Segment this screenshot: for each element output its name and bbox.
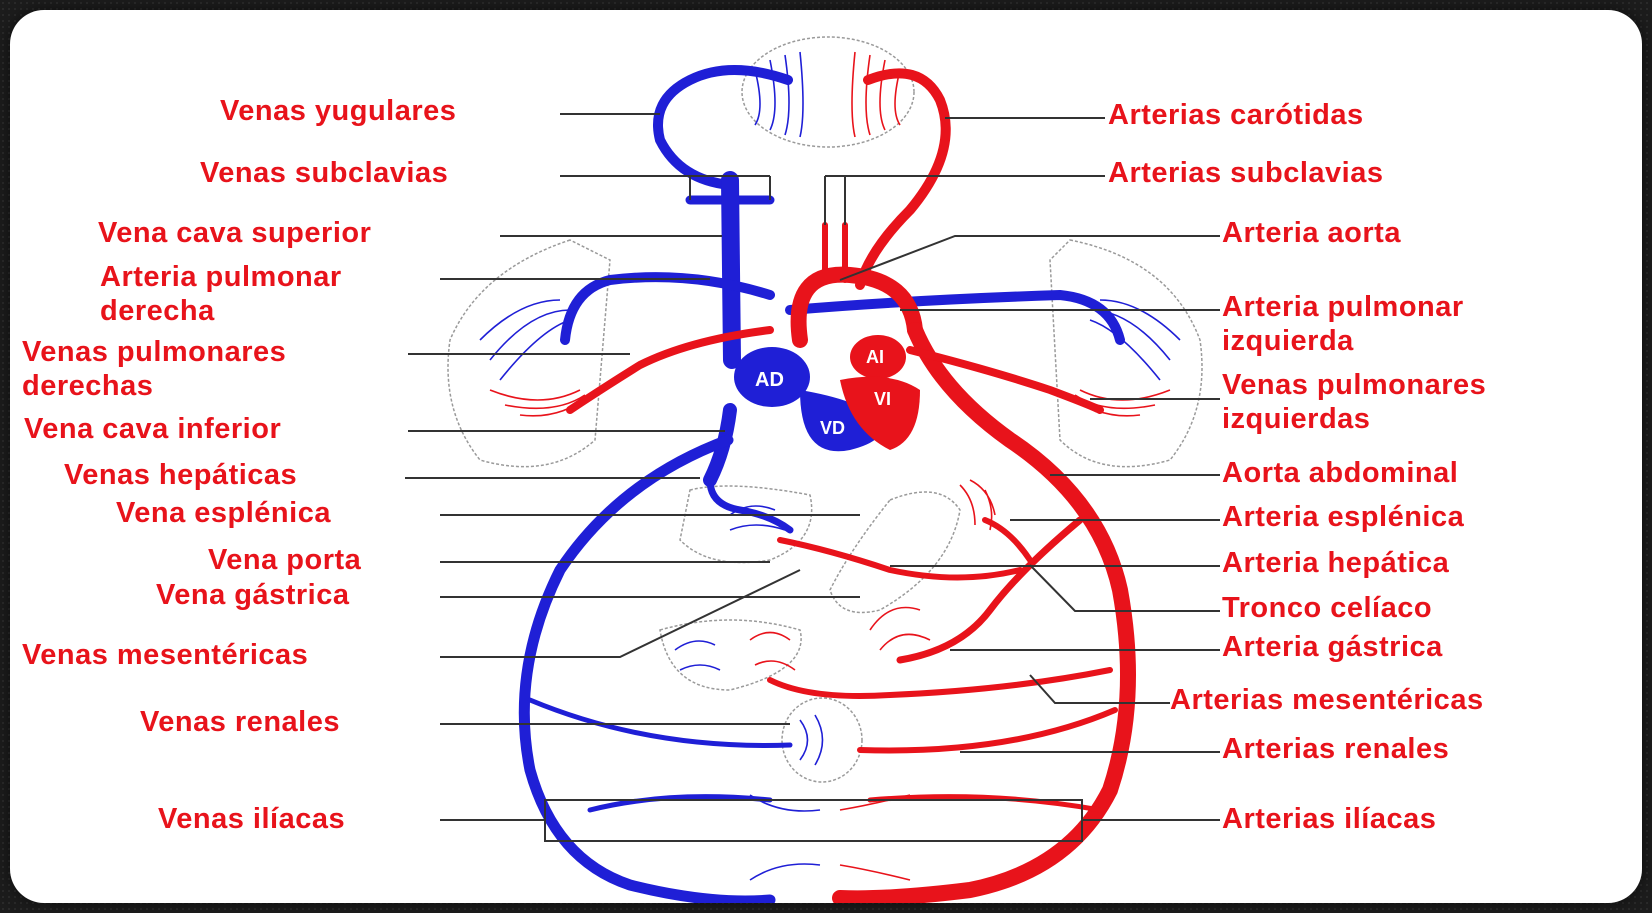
- left-lung-outline: [1050, 240, 1202, 467]
- arteria-carotida: [860, 73, 946, 285]
- label-vena-porta: Vena porta: [208, 543, 361, 577]
- kidney-capillaries: [800, 715, 823, 765]
- vena-renal: [530, 700, 790, 745]
- label-vena-gastrica: Vena gástrica: [156, 578, 350, 612]
- label-venas-yugulares: Venas yugulares: [220, 94, 456, 128]
- arteria-iliaca-vessel: [870, 797, 1100, 810]
- leader-iliac-bracket: [545, 800, 1082, 841]
- label-aorta-abdominal: Aorta abdominal: [1222, 456, 1458, 490]
- label-tronco-celiaco: Tronco celíaco: [1222, 591, 1432, 625]
- right-lung-capillaries: [480, 300, 570, 380]
- iliac-capillaries-blue: [750, 795, 820, 880]
- label-venas-iliacas: Venas ilíacas: [158, 802, 345, 836]
- label-vena-esplenica: Vena esplénica: [116, 496, 331, 530]
- label-arterias-carotidas: Arterias carótidas: [1108, 98, 1364, 132]
- arteries: [570, 73, 1128, 898]
- label-arteria-pulmonar-derecha: Arteria pulmonar derecha: [100, 260, 342, 328]
- arteria-mesenterica-vessel: [770, 670, 1110, 696]
- leader-arteria-aorta: [840, 236, 1220, 280]
- label-vena-cava-inferior: Vena cava inferior: [24, 412, 281, 446]
- diagram-card: AD AI VD VI: [10, 10, 1642, 903]
- label-arterias-subclavias: Arterias subclavias: [1108, 156, 1383, 190]
- label-arteria-aorta: Arteria aorta: [1222, 216, 1401, 250]
- label-venas-pulmonares-derechas: Venas pulmonares derechas: [22, 335, 286, 403]
- head-capillaries-blue: [755, 52, 803, 137]
- label-venas-mesentericas: Venas mesentéricas: [22, 638, 308, 672]
- label-venas-pulmonares-izquierdas: Venas pulmonares izquierdas: [1222, 368, 1486, 436]
- arteria-hepatica-vessel: [780, 540, 1020, 578]
- heart-label-ai: AI: [866, 347, 884, 367]
- label-arterias-iliacas: Arterias ilíacas: [1222, 802, 1436, 836]
- vena-yugular: [658, 70, 788, 185]
- heart-label-ad: AD: [755, 369, 784, 391]
- heart: AD AI VD VI: [734, 335, 920, 451]
- liver-outline: [680, 486, 812, 563]
- vena-iliaca: [590, 797, 770, 810]
- heart-label-vd: VD: [820, 418, 845, 438]
- label-arterias-mesentericas: Arterias mesentéricas: [1170, 683, 1484, 717]
- label-arteria-esplenica: Arteria esplénica: [1222, 500, 1464, 534]
- label-arterias-renales: Arterias renales: [1222, 732, 1449, 766]
- label-venas-hepaticas: Venas hepáticas: [64, 458, 297, 492]
- label-arteria-pulmonar-izquierda: Arteria pulmonar izquierda: [1222, 290, 1464, 358]
- arteria-esplenica-vessel: [985, 520, 1030, 560]
- leader-arterias-subclavias: [825, 176, 1105, 225]
- intestine-outline: [660, 620, 801, 690]
- label-vena-cava-superior: Vena cava superior: [98, 216, 371, 250]
- head-capillary-outline: [742, 37, 914, 147]
- iliac-capillaries-red: [840, 795, 910, 880]
- veins: [524, 70, 1120, 901]
- label-venas-renales: Venas renales: [140, 705, 340, 739]
- label-arteria-hepatica: Arteria hepática: [1222, 546, 1449, 580]
- label-venas-subclavias: Venas subclavias: [200, 156, 448, 190]
- intestine-capillaries-blue: [675, 641, 720, 670]
- label-arteria-gastrica: Arteria gástrica: [1222, 630, 1443, 664]
- leader-venas-mesentericas: [440, 570, 800, 657]
- arteria-renal-vessel: [860, 710, 1115, 751]
- arteria-pulmonar-izquierda-vessel: [790, 295, 1120, 340]
- head-capillaries-red: [852, 52, 900, 137]
- stomach-outline: [830, 492, 960, 613]
- heart-label-vi: VI: [874, 389, 891, 409]
- stomach-capillaries: [870, 608, 930, 651]
